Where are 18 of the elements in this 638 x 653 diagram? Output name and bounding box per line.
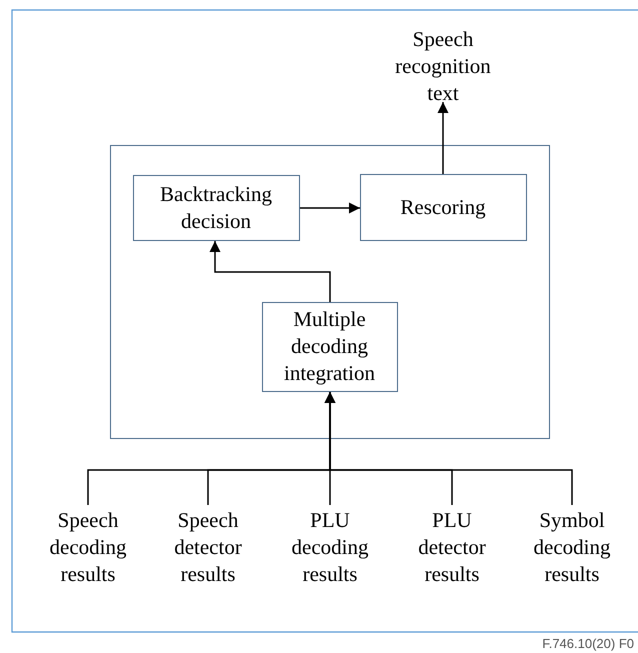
- input-label: Speech detector results: [173, 507, 243, 588]
- process-box: [132, 174, 300, 240]
- arrow: [324, 392, 573, 505]
- input-label: Symbol decoding results: [532, 507, 612, 588]
- input-label: Speech recognition text: [394, 26, 492, 106]
- container-box: [110, 145, 550, 439]
- arrow: [438, 102, 448, 174]
- box-label: Backtracking decision: [159, 180, 273, 234]
- box-label: Rescoring: [400, 194, 486, 220]
- input-label: PLU decoding results: [290, 507, 370, 588]
- arrow: [210, 241, 331, 302]
- arrow: [300, 202, 360, 214]
- figure-number: F.746.10(20) F0: [542, 636, 634, 651]
- process-box: [360, 174, 526, 240]
- process-box: [262, 302, 398, 392]
- input-label: Speech decoding results: [48, 507, 128, 588]
- input-label: PLU detector results: [417, 507, 487, 588]
- box-label: Multiple decoding integration: [283, 306, 376, 387]
